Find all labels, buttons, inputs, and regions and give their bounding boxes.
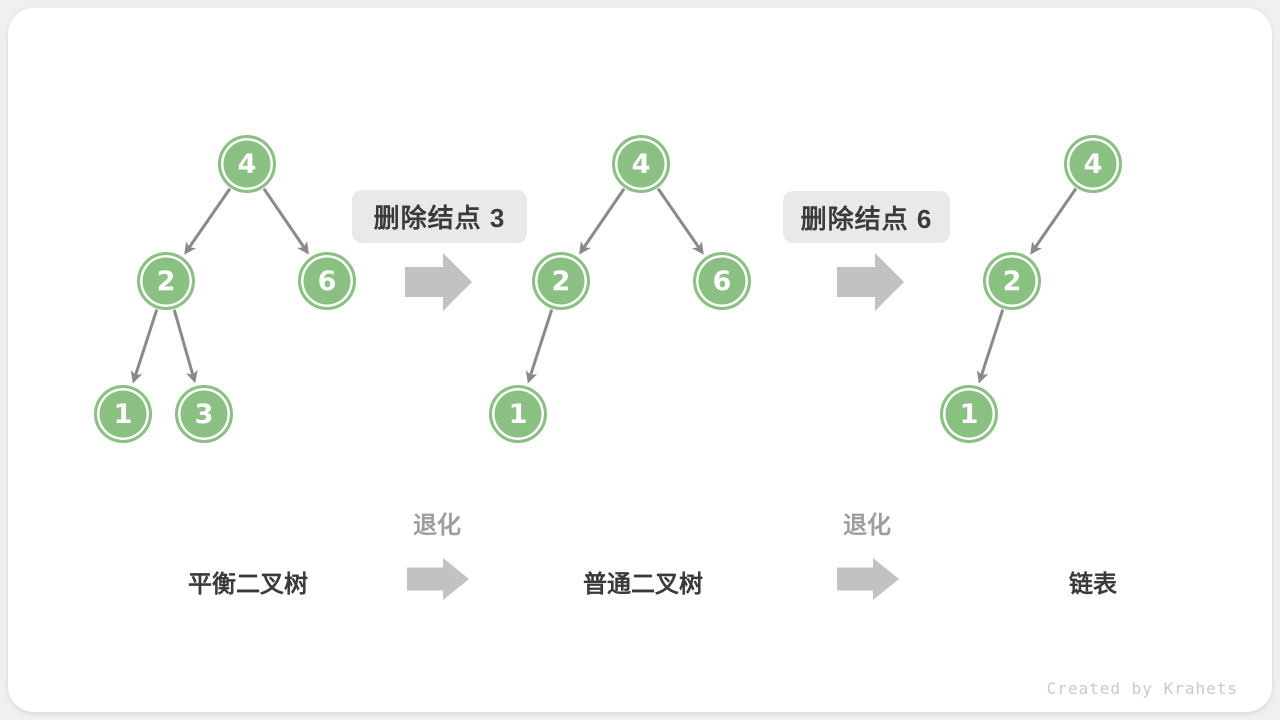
block-arrow-icon <box>837 253 904 311</box>
edge-arrowhead-icon <box>1030 241 1042 255</box>
tree-node: 4 <box>1064 135 1122 193</box>
tree-node: 1 <box>940 385 998 443</box>
block-arrow-icon <box>405 253 472 311</box>
degrade-label-1: 退化 <box>413 512 461 539</box>
edge-arrowhead-icon <box>579 241 591 255</box>
tree-edge <box>529 309 554 376</box>
block-arrow-icon <box>837 558 899 600</box>
tree-node: 6 <box>693 252 751 310</box>
caption-balanced-binary-tree: 平衡二叉树 <box>188 571 308 598</box>
edge-arrowhead-icon <box>976 370 989 384</box>
tree-edge <box>188 187 232 249</box>
edge-arrowhead-icon <box>525 370 538 384</box>
tree-node: 6 <box>298 252 356 310</box>
tree-node: 4 <box>218 135 276 193</box>
degrade-label-2: 退化 <box>843 512 891 539</box>
tree-node: 2 <box>137 252 195 310</box>
step-label-delete-3: 删除结点 3 <box>352 190 527 243</box>
edge-arrowhead-icon <box>130 370 143 384</box>
step-label-delete-6: 删除结点 6 <box>783 191 950 243</box>
tree-edge <box>1034 187 1078 249</box>
tree-edge <box>656 187 700 249</box>
tree-edge <box>582 187 626 249</box>
tree-edge <box>262 187 306 249</box>
tree-edge <box>134 309 159 376</box>
edge-arrowhead-icon <box>692 241 704 255</box>
tree-edge <box>172 309 195 375</box>
tree-node: 2 <box>983 252 1041 310</box>
edge-arrowhead-icon <box>186 370 198 384</box>
tree-node: 1 <box>94 385 152 443</box>
edge-arrowhead-icon <box>297 241 309 255</box>
caption-linked-list: 链表 <box>1069 571 1117 598</box>
tree-node: 2 <box>532 252 590 310</box>
edge-arrowhead-icon <box>184 241 196 255</box>
diagram-card <box>8 8 1272 712</box>
watermark: Created by Krahets <box>1046 679 1238 698</box>
block-arrow-icon <box>407 558 469 600</box>
tree-node: 3 <box>175 385 233 443</box>
tree-node: 4 <box>612 135 670 193</box>
caption-ordinary-binary-tree: 普通二叉树 <box>583 571 703 598</box>
tree-node: 1 <box>489 385 547 443</box>
tree-edge <box>980 309 1005 376</box>
